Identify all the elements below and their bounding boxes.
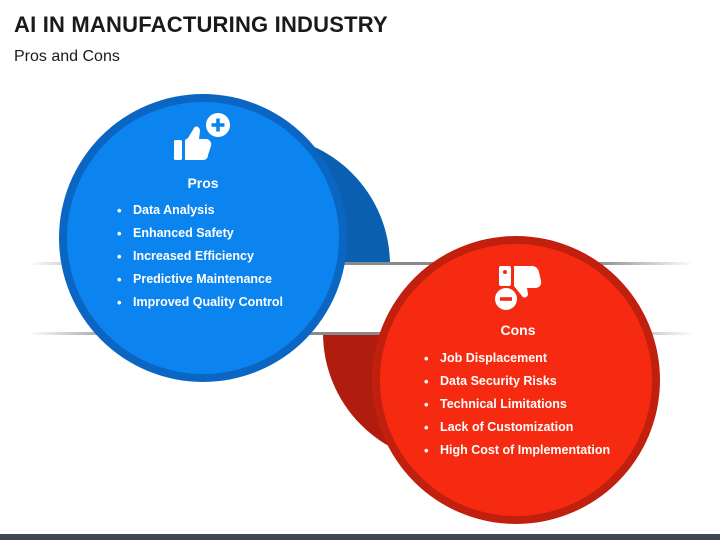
- divider-line-bottom: [28, 332, 694, 335]
- pros-list-item: Data Analysis: [115, 199, 283, 222]
- footer-bar: [0, 534, 720, 540]
- cons-list-item: Job Displacement: [422, 347, 610, 370]
- cons-list-item: Lack of Customization: [422, 416, 610, 439]
- cons-list-item: High Cost of Implementation: [422, 439, 610, 462]
- pros-list: Data Analysis Enhanced Safety Increased …: [115, 199, 283, 314]
- pros-list-item: Improved Quality Control: [115, 291, 283, 314]
- cons-list: Job Displacement Data Security Risks Tec…: [422, 347, 610, 462]
- slide-title: AI IN MANUFACTURING INDUSTRY: [14, 12, 388, 37]
- thumbs-down-minus-icon: [495, 266, 542, 310]
- pros-list-item: Increased Efficiency: [115, 245, 283, 268]
- cons-list-item: Technical Limitations: [422, 393, 610, 416]
- divider-line-top: [28, 262, 694, 265]
- slide-subtitle: Pros and Cons: [14, 48, 120, 65]
- pros-title: Pros: [187, 175, 219, 191]
- thumbs-up-plus-icon: [174, 113, 230, 160]
- pros-list-item: Enhanced Safety: [115, 222, 283, 245]
- cons-title: Cons: [500, 322, 536, 338]
- cons-list-item: Data Security Risks: [422, 370, 610, 393]
- pros-list-item: Predictive Maintenance: [115, 268, 283, 291]
